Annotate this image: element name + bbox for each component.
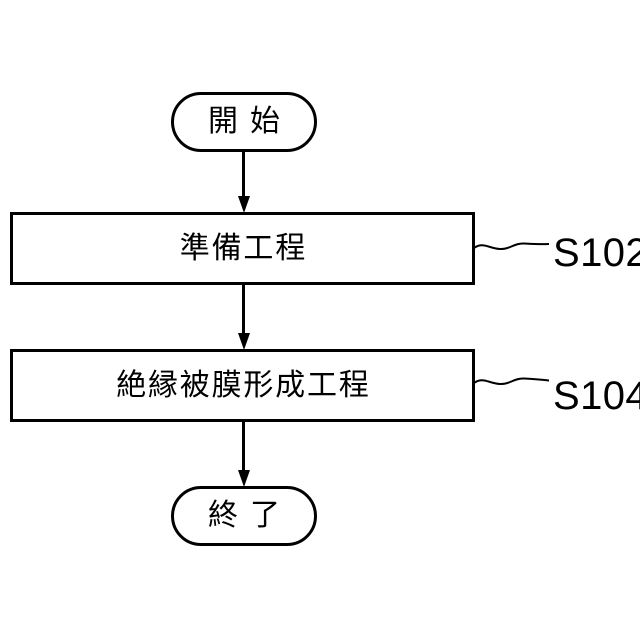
arrowhead-icon [237,470,250,487]
arrow-shaft [242,284,245,333]
start-terminator: 開始 [171,92,317,152]
arrowhead-icon [237,333,250,350]
end-label: 終了 [208,499,292,532]
step-reference-s104: S104 [553,374,640,418]
arrow-shaft [242,151,245,196]
start-label: 開始 [208,105,292,138]
flow-arrow-start-to-step1 [236,151,251,213]
reference-connector-s104 [474,377,549,386]
arrowhead-icon [237,196,250,213]
reference-connector-s102 [474,242,549,251]
flow-arrow-step2-to-end [236,421,251,487]
process-step-1-label: 準備工程 [179,231,307,265]
process-step-2: 絶縁被膜形成工程 [10,349,475,422]
process-step-2-label: 絶縁被膜形成工程 [116,368,371,402]
flow-arrow-step1-to-step2 [236,284,251,350]
end-terminator: 終了 [171,486,317,546]
arrow-shaft [242,421,245,470]
process-step-1: 準備工程 [10,212,475,285]
step-reference-s102: S102 [553,231,640,275]
